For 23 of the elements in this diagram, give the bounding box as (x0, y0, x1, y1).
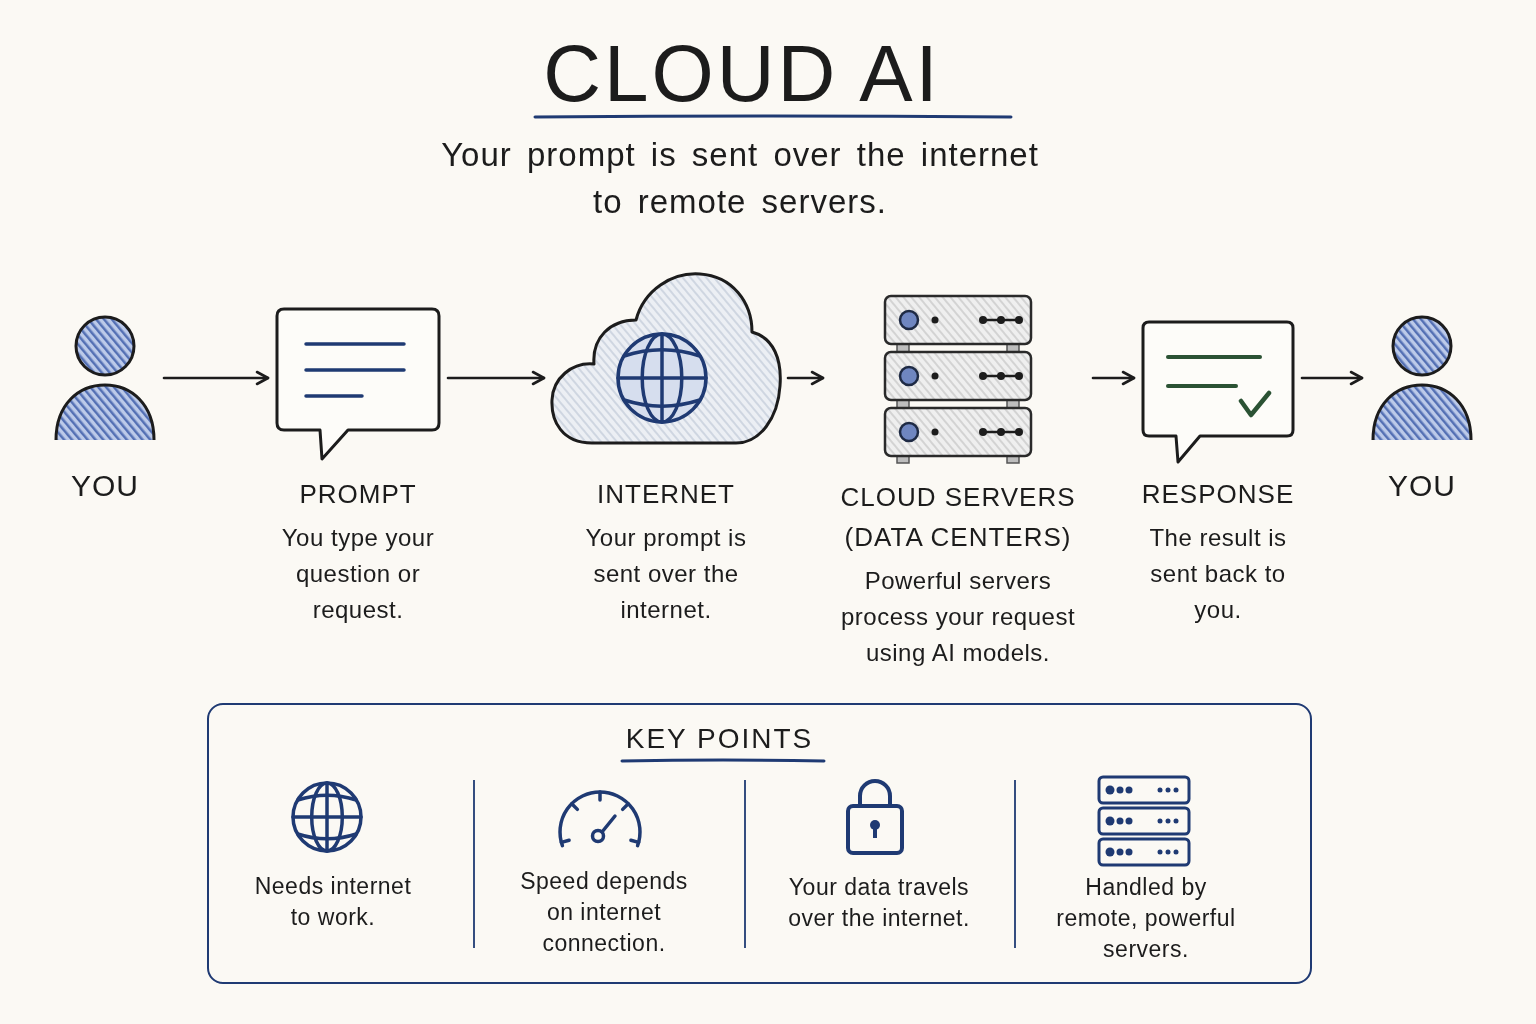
arrow (1091, 370, 1136, 386)
node-title: PROMPT (298, 478, 418, 511)
key-points-panel (207, 703, 1312, 984)
key-point-text: Your data travels over the internet. (787, 873, 971, 933)
node-title: YOU (1387, 468, 1457, 504)
node-title: CLOUD SERVERS (DATA CENTERS) (839, 481, 1077, 554)
arrow (162, 370, 270, 386)
arrow (446, 370, 546, 386)
key-point-text: Speed depends on internet connection. (519, 867, 689, 958)
key-point-text: Needs internet to work. (253, 872, 413, 932)
node-description: Powerful servers process your request using AI models. (839, 566, 1077, 668)
node-description: You type your question or request. (280, 523, 436, 625)
node-description: Your prompt is sent over the internet. (584, 523, 748, 625)
arrow (786, 370, 825, 386)
node-title: INTERNET (596, 478, 736, 511)
node-title: RESPONSE (1140, 478, 1296, 511)
title: CLOUD AI (543, 31, 941, 117)
node-description: The result is sent back to you. (1148, 523, 1288, 625)
node-title: YOU (70, 468, 140, 504)
panel-title: KEY POINTS (625, 721, 814, 756)
key-point-text: Handled by remote, powerful servers. (1055, 873, 1237, 964)
subtitle: Your prompt is sent over the internet to remote servers. (440, 135, 1040, 222)
arrow (1300, 370, 1364, 386)
